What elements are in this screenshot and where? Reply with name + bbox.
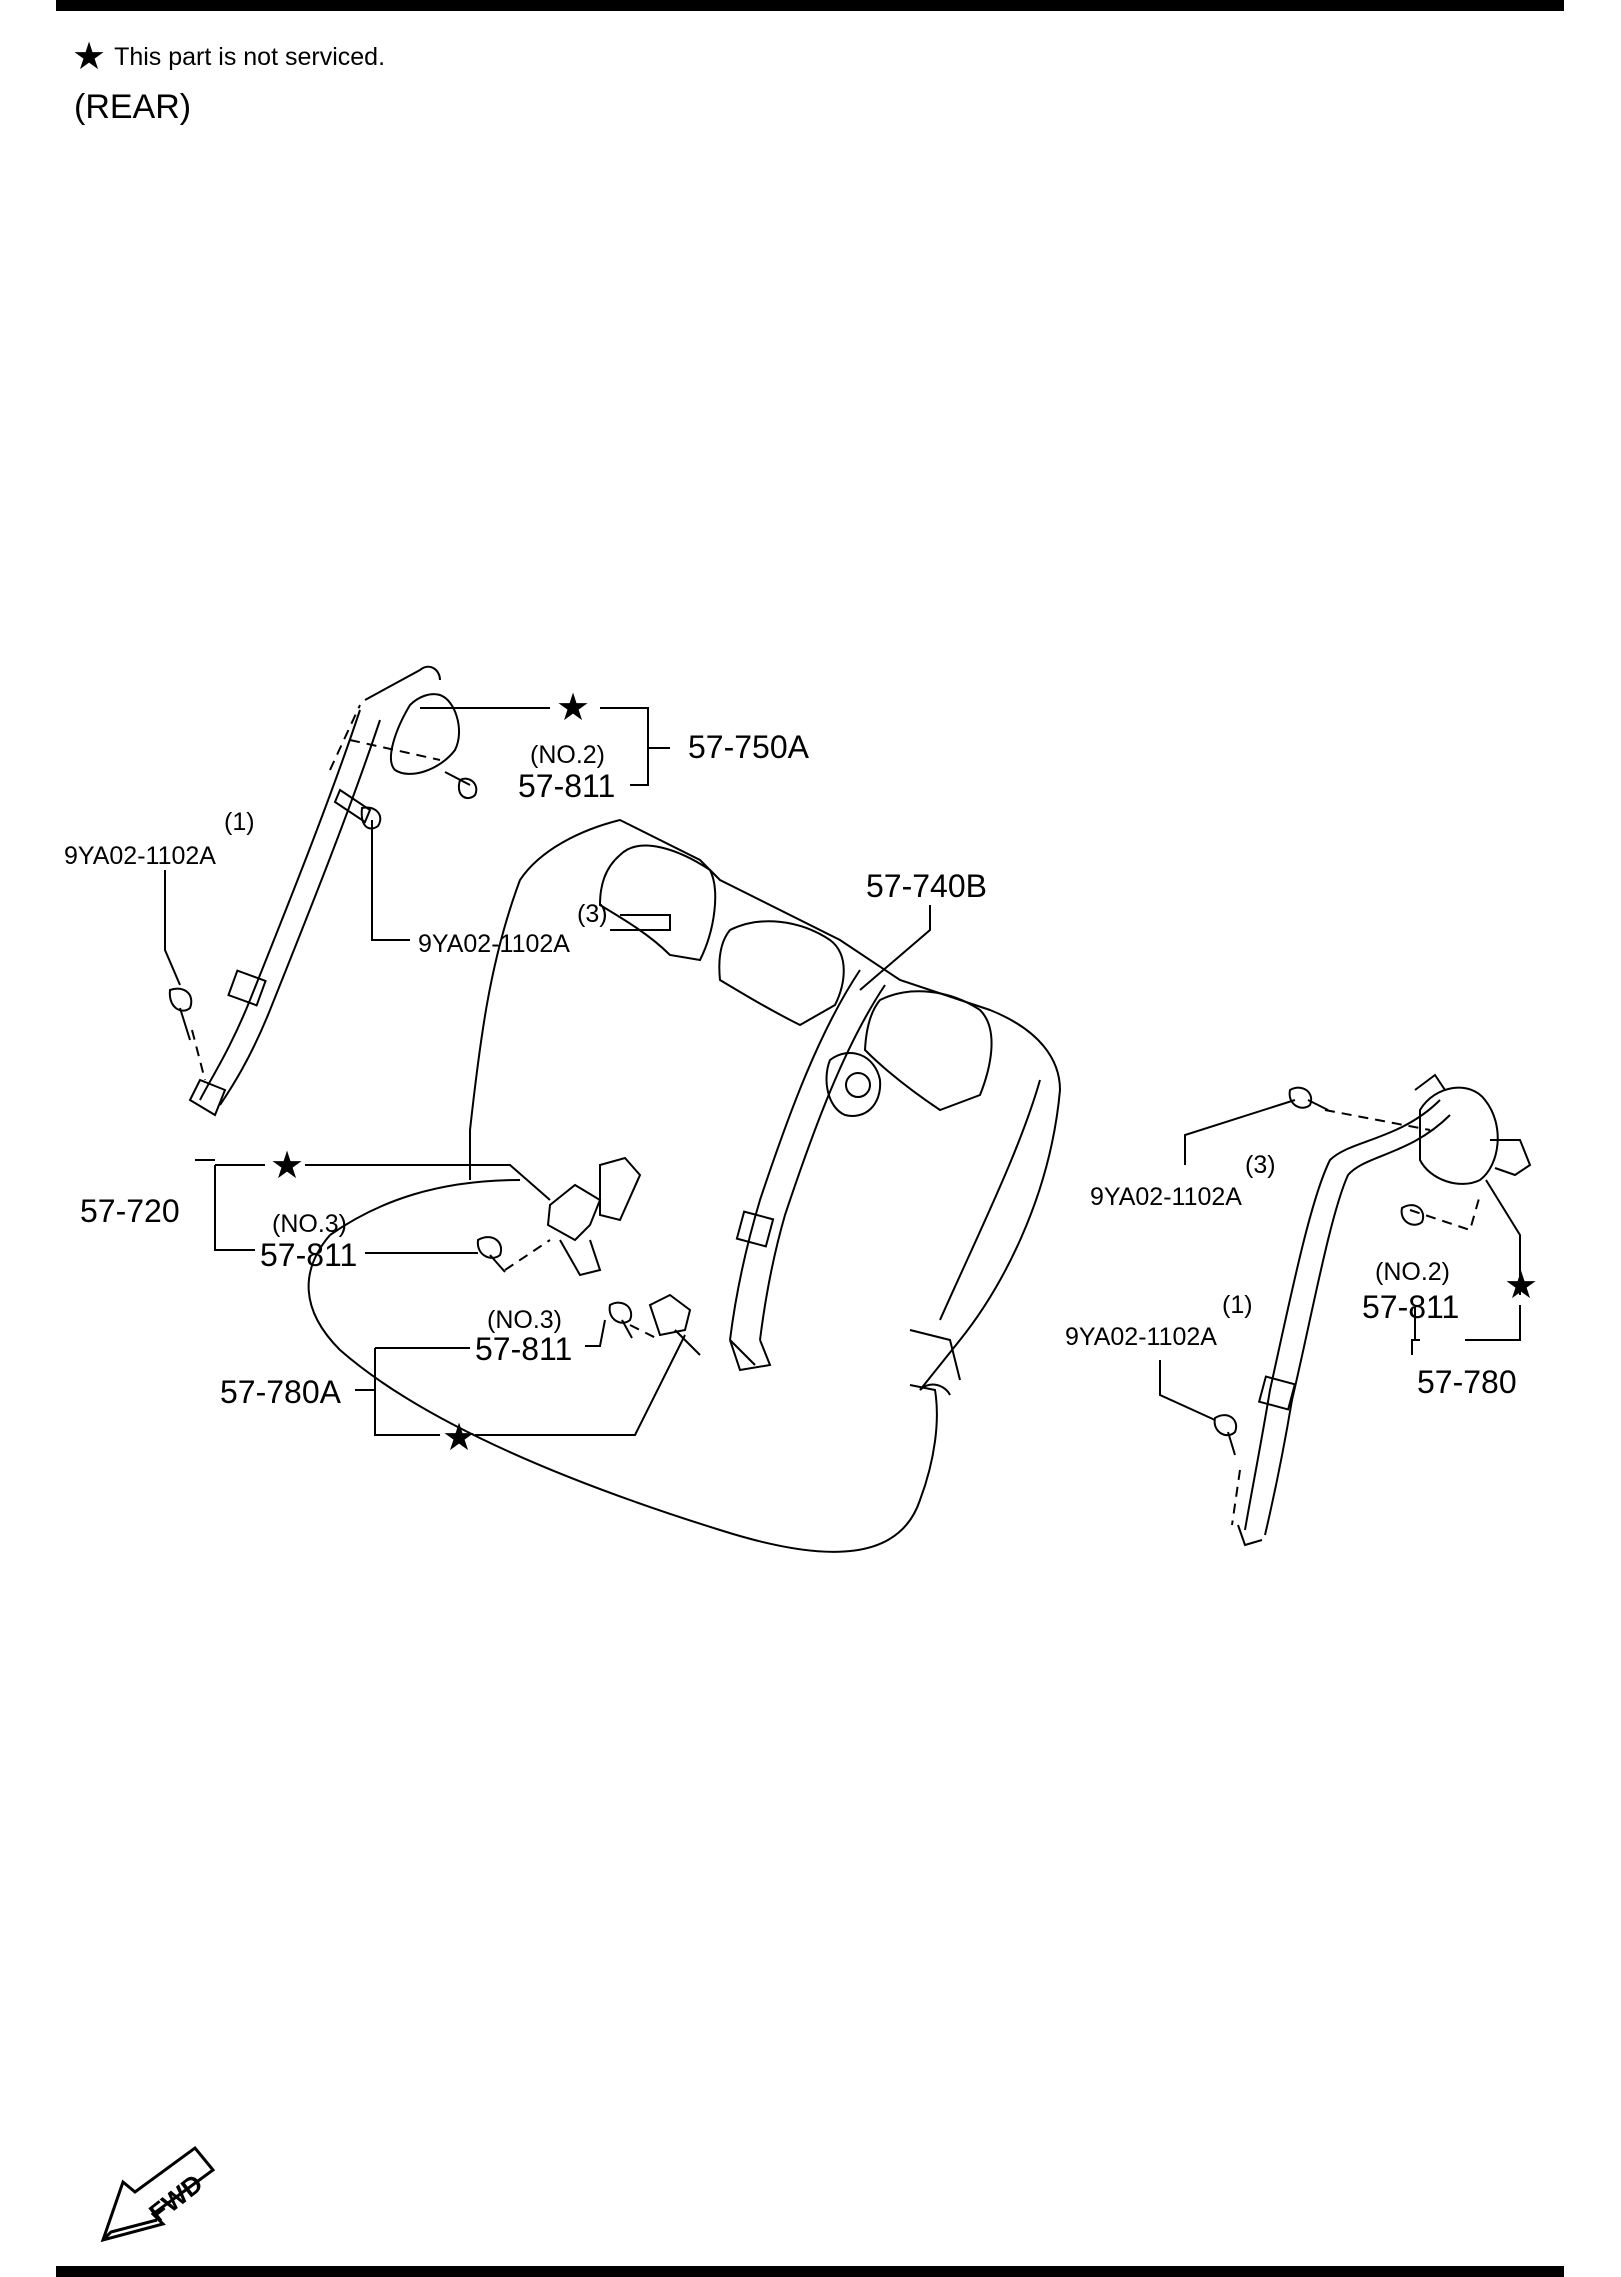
bolt-icon [608, 1301, 633, 1339]
legend-text: This part is not serviced. [114, 42, 386, 71]
legend-note: ★ This part is not serviced. [72, 38, 385, 76]
label-9YA02-right3: 9YA02-1102A [1090, 1183, 1242, 1211]
label-no2-right: (NO.2) [1375, 1258, 1450, 1286]
label-57-740B: 57-740B [866, 868, 987, 904]
section-title: (REAR) [74, 88, 192, 126]
label-57-811-top: 57-811 [518, 768, 615, 804]
label-9YA02-left3: 9YA02-1102A [418, 930, 570, 958]
bolt-icon [1288, 1086, 1329, 1111]
label-57-750A: 57-750A [688, 729, 810, 765]
top-border [56, 0, 1564, 11]
star-icon: ★ [1504, 1265, 1538, 1307]
bolt-icon [1400, 1204, 1425, 1226]
label-57-811-left: 57-811 [260, 1237, 357, 1273]
left-belt-drawing [168, 665, 478, 1117]
star-icon: ★ [556, 687, 590, 729]
bolt-icon [476, 1236, 506, 1273]
label-idx3-right: (3) [1245, 1151, 1276, 1179]
star-icon: ★ [270, 1145, 304, 1187]
fwd-arrow-icon: FWD [100, 2145, 216, 2243]
label-no3-left: (NO.3) [272, 1210, 347, 1238]
label-57-780A: 57-780A [220, 1374, 342, 1410]
bolt-icon [168, 987, 193, 1041]
right-belt-drawing [1213, 1073, 1532, 1547]
rear-seat-drawing [307, 818, 1062, 1553]
bottom-border [56, 2266, 1564, 2277]
leader-lines [164, 707, 1521, 1436]
label-9YA02-left1: 9YA02-1102A [64, 842, 216, 870]
label-idx3-left: (3) [577, 900, 608, 928]
center-belt-drawing [729, 969, 886, 1372]
label-57-811-center: 57-811 [475, 1331, 572, 1367]
label-57-720: 57-720 [80, 1193, 180, 1229]
bolt-icon [333, 788, 382, 830]
label-idx1-left: (1) [224, 808, 255, 836]
label-9YA02-right1: 9YA02-1102A [1065, 1323, 1217, 1351]
bolt-icon [1213, 1414, 1238, 1456]
label-57-811-right: 57-811 [1362, 1289, 1459, 1325]
label-no3-center: (NO.3) [487, 1306, 562, 1334]
star-icon: ★ [72, 36, 107, 78]
label-no2-top: (NO.2) [530, 741, 605, 769]
label-57-780: 57-780 [1417, 1364, 1517, 1400]
label-idx1-right: (1) [1222, 1291, 1253, 1319]
buckles-drawing [476, 1156, 756, 1366]
part-labels: ★ (NO.2) 57-750A 57-811 (1) 9YA02-1102A … [64, 687, 1538, 1459]
star-icon: ★ [442, 1417, 476, 1459]
bolt-icon [444, 771, 478, 799]
